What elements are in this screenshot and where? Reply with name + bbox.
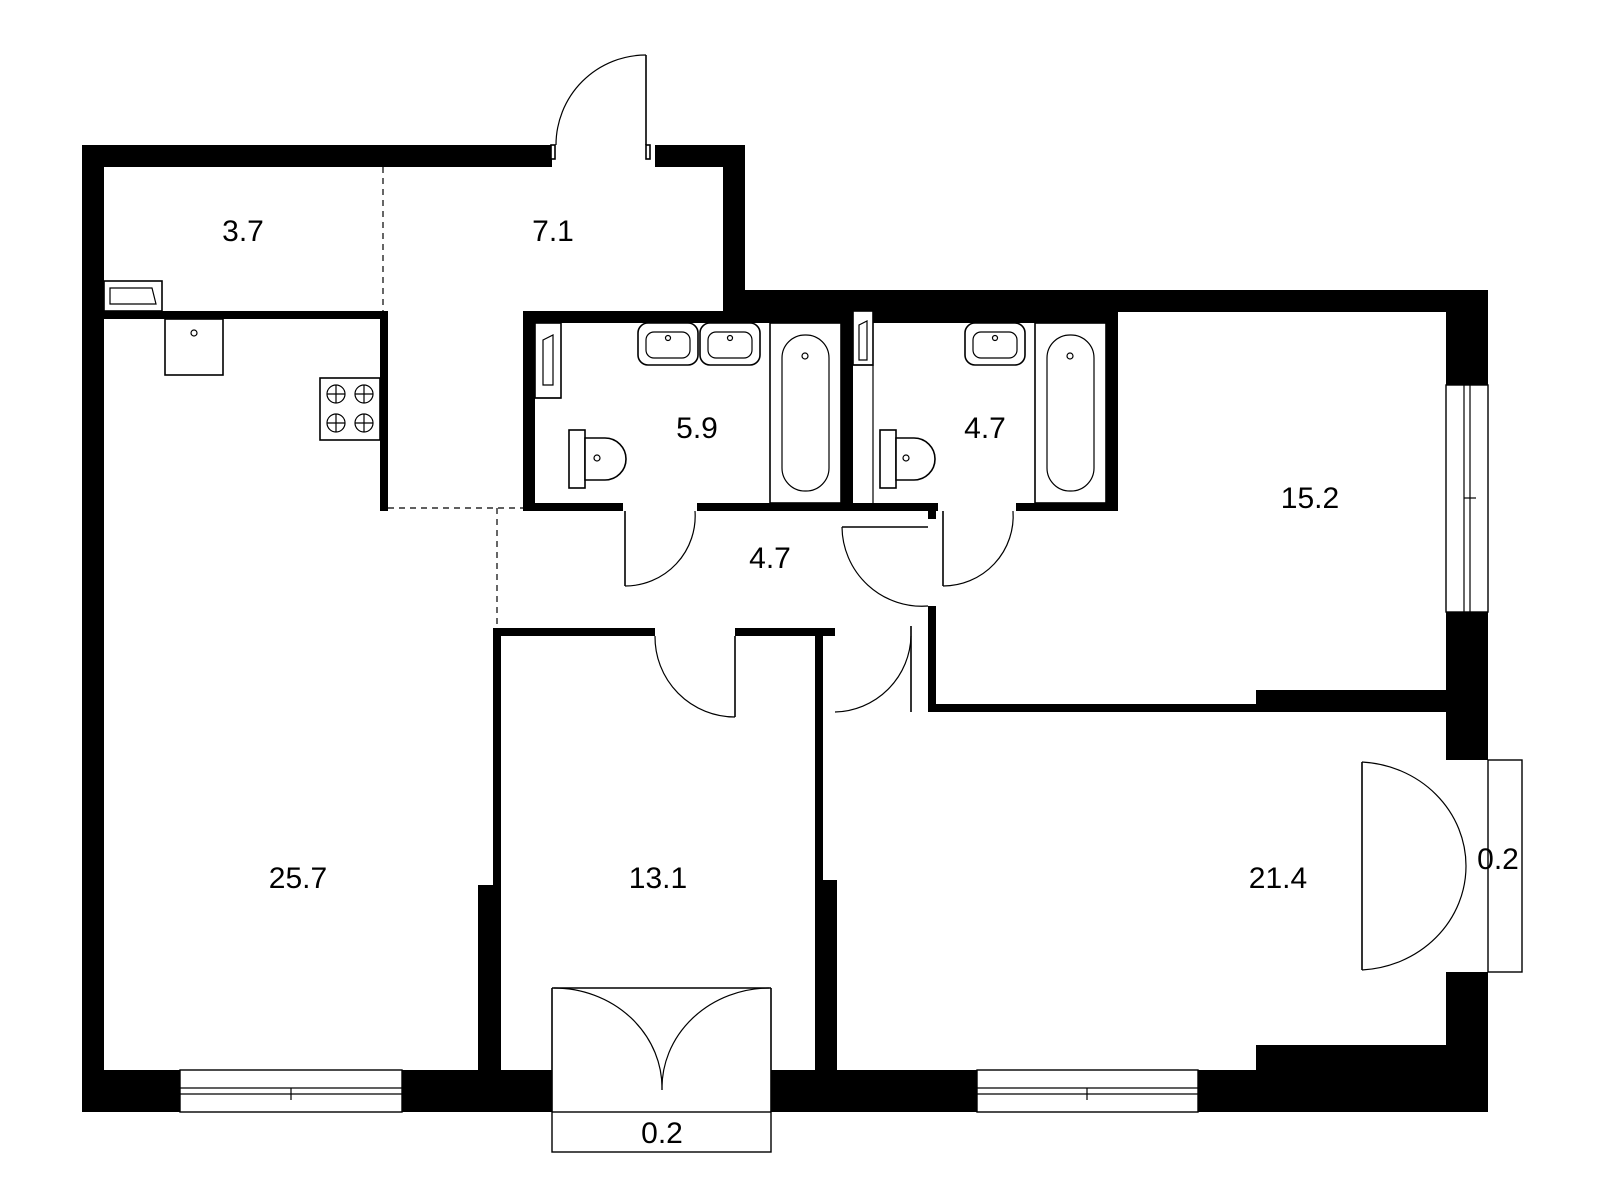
- room-area-kitchen-living: 25.7: [269, 862, 327, 895]
- bathroom-1-door: [624, 510, 696, 587]
- zone-lines: [382, 167, 523, 628]
- room-area-bedroom-2: 13.1: [629, 862, 687, 895]
- doors: [550, 54, 1523, 1153]
- room-area-balcony-bottom: 0.2: [641, 1117, 683, 1150]
- entrance-door: [550, 54, 651, 160]
- room-area-hall: 7.1: [532, 215, 574, 248]
- window-bottom-right: [976, 1069, 1199, 1113]
- room-labels: 3.7 7.1 5.9 4.7 15.2 4.7 25.7 13.1 21.4 …: [222, 215, 1519, 1150]
- bedroom-1-door: [841, 526, 929, 607]
- room-area-storage: 3.7: [222, 215, 264, 248]
- room-area-bedroom-1: 15.2: [1281, 482, 1339, 515]
- outer-walls: [82, 145, 1488, 1112]
- room-area-bedroom-3: 21.4: [1249, 862, 1307, 895]
- bathroom-2-fixtures: [852, 310, 1107, 504]
- room-area-corridor: 4.7: [749, 542, 791, 575]
- window-bottom-left: [179, 1069, 403, 1113]
- balcony-bottom-door: [551, 987, 772, 1153]
- room-area-bathroom-1: 5.9: [676, 412, 718, 445]
- bathroom-1-fixtures: [534, 322, 842, 504]
- storage-appliance: [103, 280, 163, 312]
- inner-walls: [104, 311, 1456, 1070]
- fixtures: [103, 280, 1107, 504]
- bedroom-2-door: [654, 635, 736, 718]
- window-right: [1445, 384, 1489, 613]
- bathroom-2-door: [942, 510, 1014, 587]
- room-area-balcony-right: 0.2: [1477, 843, 1519, 876]
- kitchen-sink: [164, 318, 224, 376]
- bedroom-3-door: [834, 626, 912, 713]
- balcony-right-door: [1361, 759, 1523, 973]
- room-area-bathroom-2: 4.7: [964, 412, 1006, 445]
- windows: [179, 384, 1489, 1113]
- stove: [319, 377, 381, 441]
